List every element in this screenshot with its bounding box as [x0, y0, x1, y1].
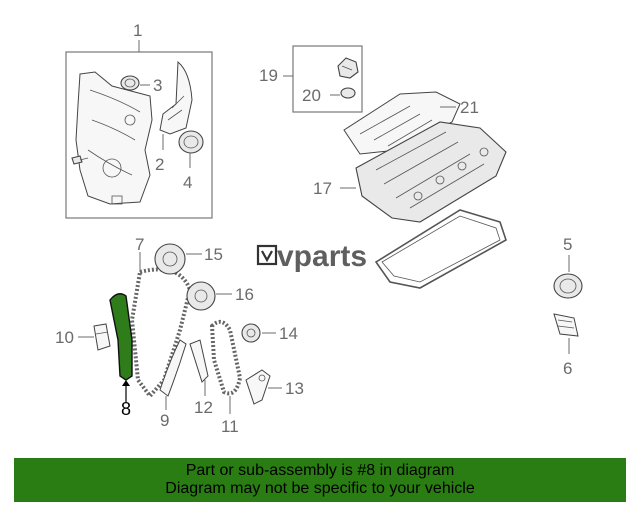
- tensioner-arm-13[interactable]: [245, 369, 271, 405]
- timing-chain-7[interactable]: [129, 267, 193, 400]
- callout-8[interactable]: 8: [121, 399, 131, 419]
- callout-2[interactable]: 2: [155, 155, 164, 174]
- cover-bracket-2[interactable]: [159, 60, 193, 135]
- callout-9[interactable]: 9: [160, 411, 169, 430]
- callout-6[interactable]: 6: [563, 359, 572, 378]
- callout-20[interactable]: 20: [302, 86, 321, 105]
- callout-7[interactable]: 7: [135, 235, 144, 254]
- oil-seal-4[interactable]: [178, 130, 204, 154]
- callout-16[interactable]: 16: [235, 285, 254, 304]
- callout-14[interactable]: 14: [279, 324, 298, 343]
- callout-5[interactable]: 5: [563, 235, 572, 254]
- callout-17[interactable]: 17: [313, 179, 332, 198]
- cam-sprocket-15[interactable]: [154, 243, 186, 275]
- callout-4[interactable]: 4: [183, 173, 192, 192]
- info-banner: Part or sub-assembly is #8 in diagram Di…: [14, 458, 626, 502]
- crank-sprocket-14[interactable]: [241, 323, 261, 343]
- callout-10[interactable]: 10: [55, 328, 74, 347]
- chain-tensioner-10[interactable]: [93, 323, 111, 351]
- oil-cap-seal-20[interactable]: [340, 87, 356, 99]
- watermark-text: vparts: [277, 240, 367, 273]
- callout-12[interactable]: 12: [194, 398, 213, 417]
- valve-cover-17[interactable]: [355, 121, 507, 223]
- callout-11[interactable]: 11: [221, 417, 239, 436]
- cam-sprocket-16[interactable]: [186, 281, 216, 311]
- seal-5[interactable]: [553, 273, 583, 299]
- callout-1[interactable]: 1: [133, 21, 142, 40]
- valve-cover-gasket[interactable]: [374, 209, 507, 289]
- banner-line-1: Part or sub-assembly is #8 in diagram: [185, 462, 455, 479]
- callout-13[interactable]: 13: [285, 379, 304, 398]
- chain-guide-8[interactable]: [109, 293, 133, 381]
- timing-cover[interactable]: [75, 71, 153, 205]
- cover-seal-3[interactable]: [120, 75, 140, 91]
- callout-21[interactable]: 21: [460, 98, 479, 117]
- callout-19[interactable]: 19: [259, 66, 278, 85]
- chain-guide-12[interactable]: [189, 339, 209, 383]
- oil-pump-chain-11[interactable]: [209, 319, 243, 396]
- chain-guide-9[interactable]: [159, 339, 187, 397]
- valve-cover-cap-21[interactable]: [343, 91, 461, 155]
- oil-cap-group-box: [292, 45, 363, 113]
- watermark: vparts: [256, 240, 367, 273]
- banner-line-2: Diagram may not be specific to your vehi…: [165, 480, 475, 497]
- callout-15[interactable]: 15: [204, 245, 223, 264]
- bracket-6[interactable]: [553, 313, 579, 337]
- callout-3[interactable]: 3: [153, 76, 162, 95]
